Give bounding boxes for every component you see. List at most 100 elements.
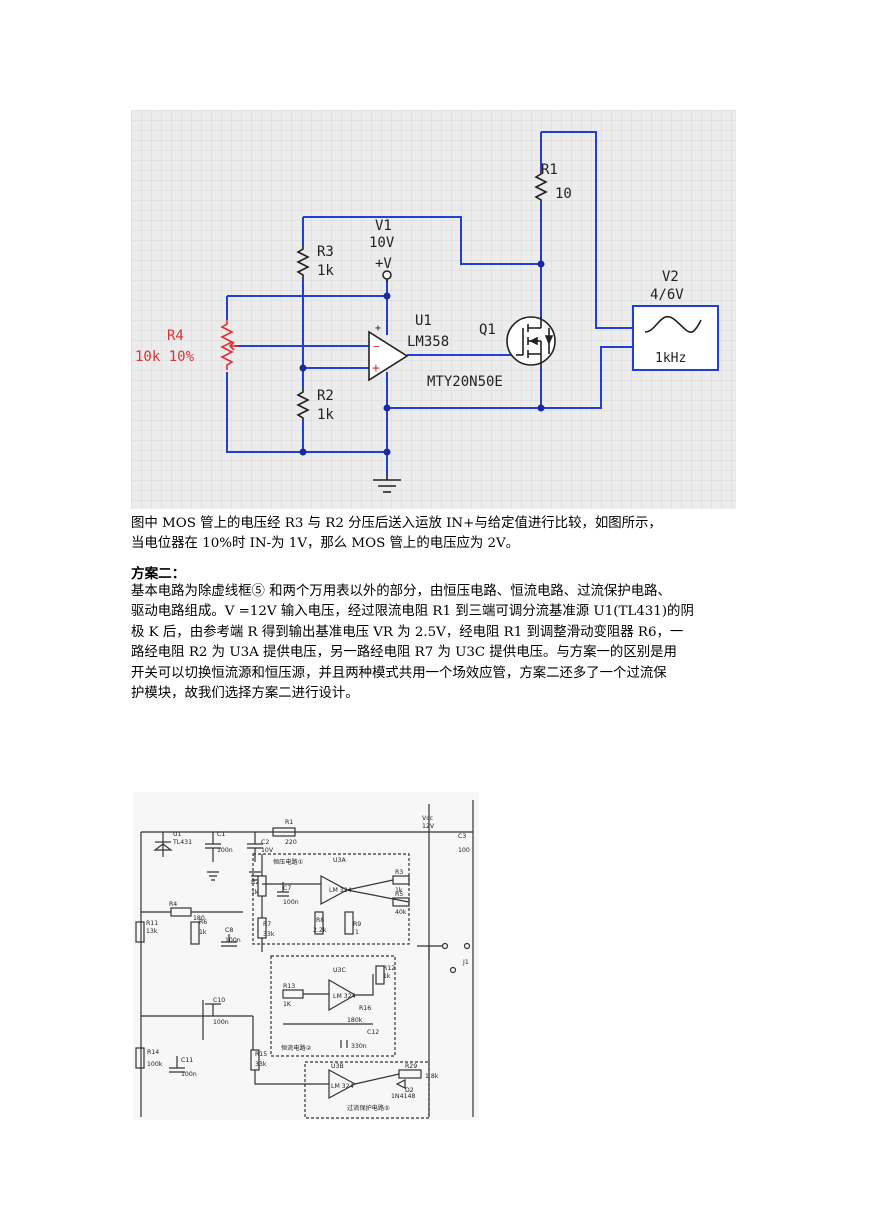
v1-value: 10V [369, 235, 395, 251]
ground-symbol [373, 475, 401, 493]
label-r5: R5 [395, 891, 403, 898]
label-c11-value: 100n [181, 1071, 197, 1078]
mosfet-symbol [506, 316, 556, 368]
label-c2: C2 [261, 839, 269, 846]
label-u3b-lm324: LM 324 [331, 1083, 354, 1090]
label-r14-value: 100k [147, 1061, 163, 1068]
label-r2: R2 [251, 879, 259, 886]
label-r12: R12 [383, 965, 395, 972]
potentiometer-symbol [220, 320, 239, 370]
label-c1: C1 [217, 831, 225, 838]
paragraph-2-line-2: 驱动电路组成。V =12V 输入电压，经过限流电阻 R1 到三端可调分流基准源 … [131, 604, 694, 620]
label-c7: C7 [283, 885, 291, 892]
label-r16-value: 180k [347, 1017, 363, 1024]
label-r15: R15 [255, 1051, 267, 1058]
paragraph-2: 基本电路为除虚线框⑤ 和两个万用表以外的部分，由恒压电路、恒流电路、过流保护电路… [131, 582, 737, 704]
label-c3: C3 [458, 833, 466, 840]
label-r3-value: 1k [395, 887, 403, 894]
v1-terminal-label: +V [375, 256, 392, 272]
paragraph-2-line-6: 护模块，故我们选择方案二进行设计。 [131, 686, 359, 702]
paragraph-2-line-4: 路经电阻 R2 为 U3A 提供电压，另一路经电阻 R7 为 U3C 提供电压。… [131, 645, 677, 661]
label-r15-value: 33k [255, 1061, 267, 1068]
label-r9: R9 [353, 921, 361, 928]
label-c10: C10 [213, 997, 225, 1004]
resistor-symbols [296, 170, 548, 420]
paragraph-1: 图中 MOS 管上的电压经 R3 与 R2 分压后送入运放 IN+与给定值进行比… [131, 514, 737, 555]
label-r13-value: 1K [283, 1001, 292, 1008]
label-overcurrent-box: 过流保护电路⑤ [347, 1104, 390, 1112]
paragraph-2-line-5: 开关可以切换恒流源和恒压源，并且两种模式共用一个场效应管，方案二还多了一个过流保 [131, 665, 667, 681]
v1-name: V1 [375, 218, 392, 234]
label-c1-value: 100n [217, 847, 233, 854]
label-vcc: Vcc [422, 815, 434, 822]
u1-model: LM358 [407, 334, 449, 350]
label-j1: J1 [462, 959, 469, 966]
label-r6-value: 1k [199, 929, 207, 936]
label-u1: U1 [173, 831, 182, 838]
label-u3a-lm324: LM 324 [329, 887, 352, 894]
label-c7-value: 100n [283, 899, 299, 906]
vplus-terminal [382, 270, 392, 280]
section-heading-scheme-2: 方案二： [131, 566, 186, 582]
label-r1: R1 [285, 819, 293, 826]
label-d2: D2 [405, 1087, 414, 1094]
label-r11: R11 [146, 920, 158, 927]
r2-name: R2 [317, 388, 334, 404]
svg-text:+: + [375, 323, 381, 334]
label-u3a: U3A [333, 857, 346, 864]
label-vcc-value: 12V [422, 823, 435, 830]
q1-model: MTY20N50E [427, 374, 503, 390]
v2-source-box [632, 305, 719, 371]
label-c11: C11 [181, 1057, 193, 1064]
label-r6: R6 [199, 919, 207, 926]
label-r8-value: 2.2k [313, 927, 327, 934]
opamp-symbol: − + + [368, 323, 409, 382]
paragraph-1-line-2: 当电位器在 10%时 IN-为 1V，那么 MOS 管上的电压应为 2V。 [131, 536, 520, 552]
label-constant-current-box: 恒流电路② [281, 1044, 312, 1052]
label-r29: R29 [405, 1063, 417, 1070]
r1-name: R1 [541, 162, 558, 178]
label-r7: R7 [263, 921, 271, 928]
paragraph-2-line-1: 基本电路为除虚线框⑤ 和两个万用表以外的部分，由恒压电路、恒流电路、过流保护电路… [131, 584, 671, 599]
label-r16: R16 [359, 1005, 371, 1012]
label-constant-voltage-box: 恒压电路① [273, 858, 303, 866]
v2-name: V2 [662, 269, 679, 285]
label-r13: R13 [283, 983, 295, 990]
r3-value: 1k [317, 263, 334, 279]
paragraph-2-line-3: 极 K 后，由参考端 R 得到输出基准电压 VR 为 2.5V，经电阻 R1 到… [131, 624, 684, 640]
r2-value: 1k [317, 407, 334, 423]
svg-text:−: − [373, 340, 380, 353]
label-r14: R14 [147, 1049, 159, 1056]
schematic-labels: U1 TL431 C1 100n R1 220 C2 10V Vcc 12V C… [146, 815, 470, 1112]
r4-name: R4 [167, 328, 184, 344]
label-d2-value: 1N4148 [391, 1093, 415, 1100]
label-c8: C8 [225, 927, 233, 934]
label-r2-value: 1k [251, 889, 259, 896]
r4-value: 10k 10% [135, 349, 195, 365]
label-u3c: U3C [333, 967, 346, 974]
v2-value: 4/6V [650, 287, 684, 303]
label-u3c-lm324: LM 324 [333, 993, 356, 1000]
label-c12: C12 [367, 1029, 379, 1036]
u1-name: U1 [415, 313, 432, 329]
label-c2-value: 10V [261, 847, 274, 854]
label-c10-value: 100n [213, 1019, 229, 1026]
label-r4-value: 180 [193, 915, 205, 922]
r3-name: R3 [317, 244, 334, 260]
label-r12-value: 1k [383, 973, 391, 980]
label-r8: R8 [316, 917, 324, 924]
junctions [299, 260, 545, 456]
label-r1-value: 220 [285, 839, 297, 846]
label-c8-value: 100n [225, 937, 241, 944]
paragraph-1-line-1: 图中 MOS 管上的电压经 R3 与 R2 分压后送入运放 IN+与给定值进行比… [131, 516, 662, 531]
label-r7-value: 33k [263, 931, 275, 938]
circuit-diagram-2: U1 TL431 C1 100n R1 220 C2 10V Vcc 12V C… [133, 792, 479, 1120]
label-r3: R3 [395, 869, 403, 876]
label-r5-value: 40k [395, 909, 407, 916]
v2-frequency: 1kHz [655, 351, 686, 366]
svg-text:+: + [372, 361, 380, 376]
label-c12-value: 330n [351, 1043, 367, 1050]
label-u3b: U3B [331, 1063, 344, 1070]
label-tl431: TL431 [172, 839, 192, 846]
label-r9-value: 1 [355, 929, 359, 936]
